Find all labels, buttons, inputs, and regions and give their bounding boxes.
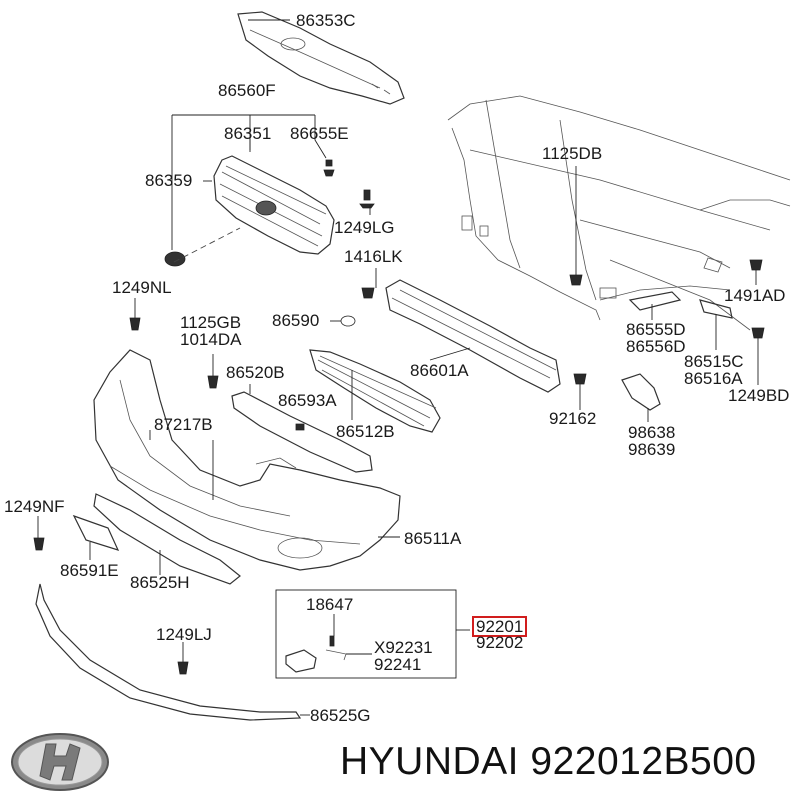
energy-absorber-part: [231, 391, 373, 473]
part-label-1249LG: 1249LG: [334, 218, 395, 237]
part-label-86601A: 86601A: [410, 361, 469, 380]
part-label-92202: 92202: [476, 633, 524, 652]
brand-name: HYUNDAI: [340, 740, 520, 783]
body-structure-part: [447, 95, 791, 331]
part-label-98638: 98638: [628, 423, 676, 442]
front-bumper-cover-part: [93, 349, 401, 571]
part-label-86555D: 86555D: [626, 320, 686, 339]
emblem-part: [164, 251, 186, 267]
part-label-1249BD: 1249BD: [728, 386, 790, 405]
upper-cover-part: [237, 11, 405, 105]
hyundai-logo-icon: [11, 733, 109, 791]
part-label-86556D: 86556D: [626, 337, 686, 356]
bumper-beam-part: [385, 279, 561, 393]
part-label-1249NF: 1249NF: [4, 497, 65, 516]
part-label-1125DB: 1125DB: [542, 144, 603, 163]
part-label-86525H: 86525H: [130, 573, 190, 592]
part-label-92201-highlighted: 92201: [472, 616, 528, 637]
part-label-86560F: 86560F: [218, 81, 276, 100]
part-label-86590: 86590: [272, 311, 320, 330]
part-label-86525G: 86525G: [310, 706, 371, 725]
part-label-98639: 98639: [628, 440, 676, 459]
part-label-86511A: 86511A: [404, 529, 462, 548]
part-label-86655E: 86655E: [290, 124, 349, 143]
part-label-1491AD: 1491AD: [724, 286, 786, 305]
part-number: 922012B500: [530, 740, 757, 783]
part-label-1249NL: 1249NL: [112, 278, 172, 297]
part-label-1014DA: 1014DA: [180, 330, 242, 349]
part-label-86353C: 86353C: [296, 11, 356, 30]
part-label-92241: 92241: [374, 655, 422, 674]
part-label-87217B: 87217B: [154, 415, 213, 434]
part-label-86512B: 86512B: [336, 422, 395, 441]
part-label-86359: 86359: [145, 171, 193, 190]
radiator-grille-part: [213, 155, 335, 255]
part-label-18647: 18647: [306, 595, 354, 614]
part-label-1416LK: 1416LK: [344, 247, 403, 266]
part-label-86591E: 86591E: [60, 561, 119, 580]
part-label-86515C: 86515C: [684, 352, 744, 371]
part-label-1125GB: 1125GB: [180, 313, 242, 332]
footer-brand-part-number: HYUNDAI 922012B500: [340, 740, 757, 784]
part-label-86520B: 86520B: [226, 363, 285, 382]
grille-clips: [323, 159, 375, 209]
part-label-86351: 86351: [224, 124, 272, 143]
part-label-X92231: X92231: [374, 638, 433, 657]
part-label-86593A: 86593A: [278, 391, 337, 410]
part-label-86516A: 86516A: [684, 369, 743, 388]
part-label-1249LJ: 1249LJ: [156, 625, 212, 644]
part-label-92162: 92162: [549, 409, 597, 428]
lower-grille-part: [309, 349, 441, 433]
